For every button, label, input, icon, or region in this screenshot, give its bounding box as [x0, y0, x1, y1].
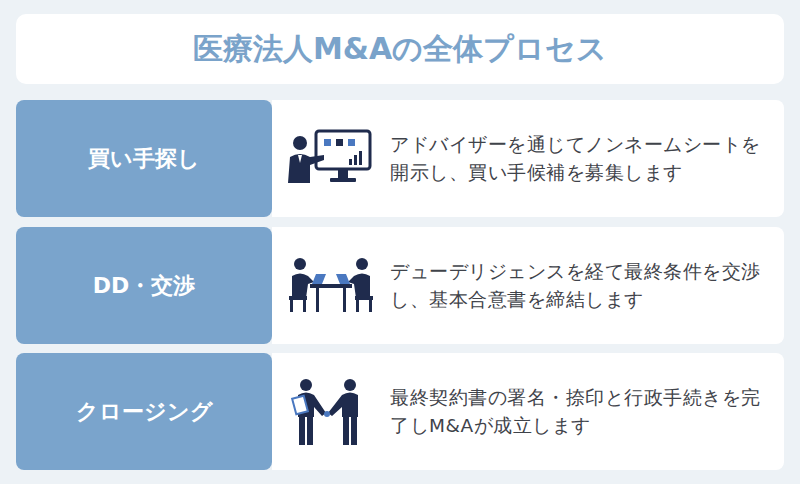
step-name: DD・交渉: [93, 271, 196, 301]
handshake-icon: [286, 377, 376, 447]
step-description-box: アドバイザーを通じてノンネームシートを開示し、買い手候補を募集します: [272, 100, 784, 217]
title: 医療法人M&Aの全体プロセス: [193, 29, 607, 70]
step-label-box: DD・交渉: [16, 227, 272, 344]
step-label-box: 買い手探し: [16, 100, 272, 217]
step-label-box: クロージング: [16, 353, 272, 470]
step-description: 最終契約書の署名・捺印と行政手続きを完了しM&Aが成立します: [390, 384, 770, 440]
step-description: デューデリジェンスを経て最終条件を交渉し、基本合意書を締結します: [390, 258, 770, 314]
step-name: クロージング: [76, 397, 213, 427]
meeting-icon: [286, 254, 376, 318]
step-name: 買い手探し: [88, 144, 200, 174]
consultant-icon: [286, 127, 376, 191]
step-description-box: 最終契約書の署名・捺印と行政手続きを完了しM&Aが成立します: [272, 353, 784, 470]
title-box: 医療法人M&Aの全体プロセス: [16, 14, 784, 84]
step-description: アドバイザーを通じてノンネームシートを開示し、買い手候補を募集します: [390, 131, 770, 187]
step-description-box: デューデリジェンスを経て最終条件を交渉し、基本合意書を締結します: [272, 227, 784, 344]
